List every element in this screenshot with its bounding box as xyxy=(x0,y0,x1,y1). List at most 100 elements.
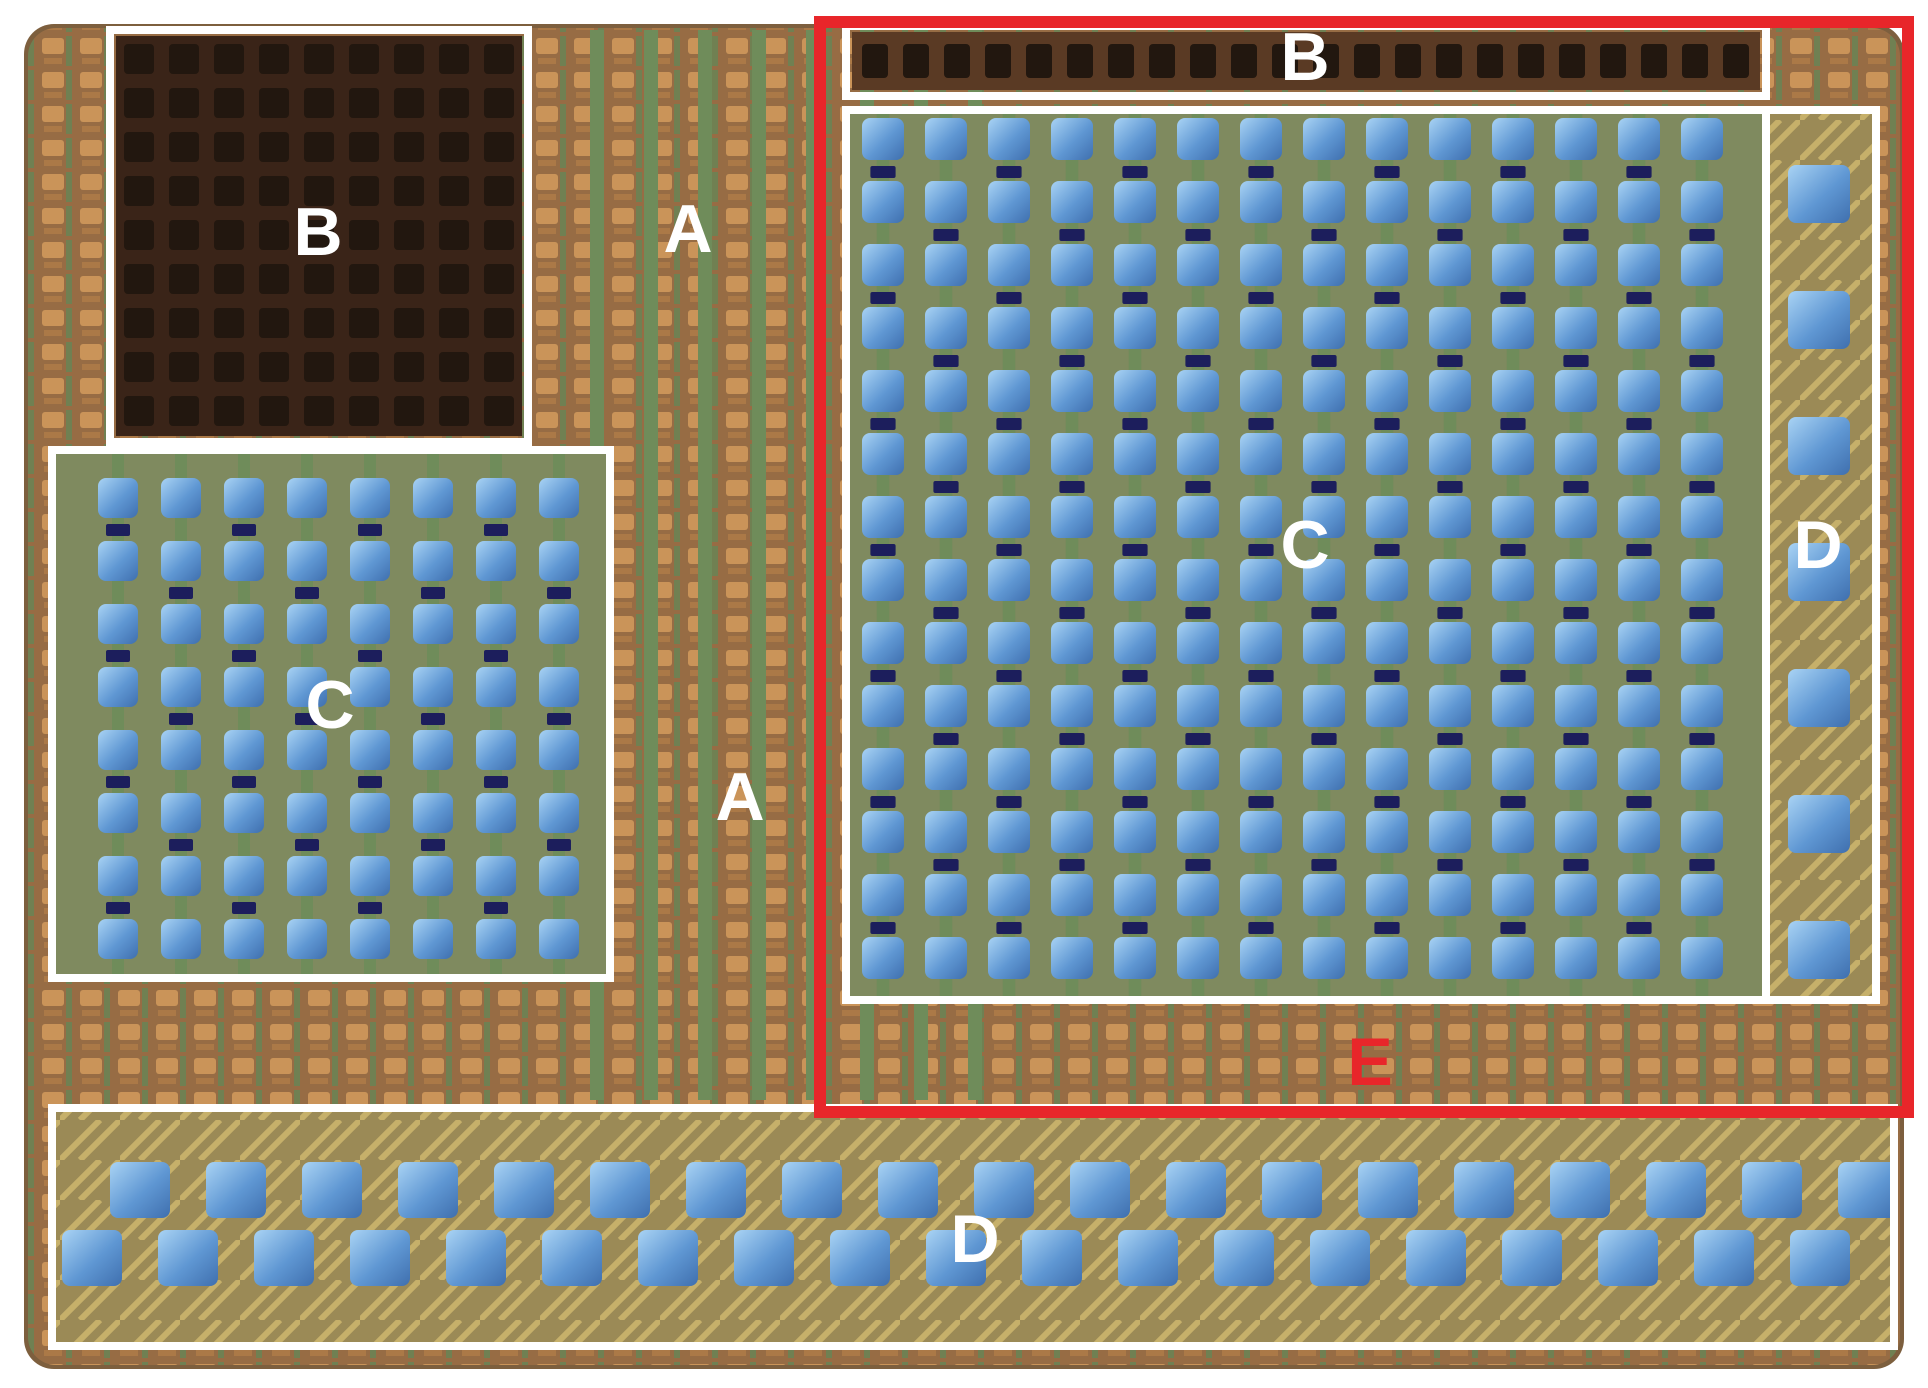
bond-pad xyxy=(1366,748,1408,790)
bond-pad xyxy=(1114,622,1156,664)
dark-well xyxy=(439,264,469,294)
bond-pad xyxy=(1366,496,1408,538)
bond-pad xyxy=(1492,622,1534,664)
dark-well xyxy=(394,88,424,118)
bond-pad xyxy=(1681,496,1723,538)
bond-pad xyxy=(302,1162,362,1218)
via xyxy=(295,713,319,725)
bond-pad xyxy=(988,307,1030,349)
via xyxy=(996,922,1022,934)
bond-pad xyxy=(1240,181,1282,223)
dark-well xyxy=(484,264,514,294)
dark-well xyxy=(484,132,514,162)
bond-pad xyxy=(878,1162,938,1218)
bond-pad xyxy=(925,811,967,853)
bond-pad xyxy=(1310,1230,1370,1286)
region-d-bottom-body xyxy=(56,1112,1890,1342)
bond-pad xyxy=(1240,433,1282,475)
bond-pad xyxy=(988,811,1030,853)
bond-pad xyxy=(350,856,390,896)
bond-pad xyxy=(1177,496,1219,538)
dark-well xyxy=(944,44,970,78)
bond-pad xyxy=(1406,1230,1466,1286)
bond-pad xyxy=(638,1230,698,1286)
dark-well xyxy=(259,88,289,118)
bond-pad xyxy=(1681,811,1723,853)
bond-pad xyxy=(350,793,390,833)
via xyxy=(1500,670,1526,682)
bond-pad xyxy=(1177,811,1219,853)
via xyxy=(1563,859,1589,871)
dark-well xyxy=(985,44,1011,78)
bond-pad xyxy=(988,748,1030,790)
via xyxy=(933,481,959,493)
via xyxy=(1689,481,1715,493)
bond-pad xyxy=(476,667,516,707)
dark-well xyxy=(169,308,199,338)
dark-well xyxy=(304,352,334,382)
via xyxy=(1374,670,1400,682)
label-a-upper: A xyxy=(663,191,712,267)
via xyxy=(1059,607,1085,619)
bond-pad xyxy=(1051,181,1093,223)
bond-pad xyxy=(224,793,264,833)
bond-pad xyxy=(1555,433,1597,475)
via xyxy=(1311,355,1337,367)
dark-well xyxy=(259,132,289,162)
bond-pad xyxy=(1790,1230,1850,1286)
via xyxy=(1374,418,1400,430)
bond-pad xyxy=(988,496,1030,538)
via xyxy=(1500,166,1526,178)
bond-pad xyxy=(862,748,904,790)
dark-well xyxy=(439,176,469,206)
bond-pad xyxy=(1492,370,1534,412)
bond-pad xyxy=(1555,937,1597,979)
via xyxy=(1500,418,1526,430)
bond-pad xyxy=(350,667,390,707)
via xyxy=(1248,166,1274,178)
dark-well xyxy=(349,132,379,162)
via xyxy=(933,229,959,241)
bond-pad xyxy=(1788,795,1850,853)
dark-well xyxy=(214,88,244,118)
bond-pad xyxy=(1492,685,1534,727)
bond-pad xyxy=(925,244,967,286)
bond-pad xyxy=(1429,370,1471,412)
bond-pad xyxy=(1502,1230,1562,1286)
bond-pad xyxy=(925,748,967,790)
bond-pad xyxy=(1598,1230,1658,1286)
via xyxy=(1500,292,1526,304)
bond-pad xyxy=(862,937,904,979)
bond-pad xyxy=(1366,433,1408,475)
dark-well xyxy=(124,132,154,162)
dark-well xyxy=(484,44,514,74)
bond-pad xyxy=(862,811,904,853)
via xyxy=(1248,922,1274,934)
bond-pad xyxy=(1618,685,1660,727)
bond-pad xyxy=(830,1230,890,1286)
bond-pad xyxy=(1555,559,1597,601)
bond-pad xyxy=(476,478,516,518)
bond-pad xyxy=(1681,181,1723,223)
via xyxy=(1563,733,1589,745)
via xyxy=(996,166,1022,178)
dark-well xyxy=(1026,44,1052,78)
dark-well xyxy=(124,88,154,118)
bond-pad xyxy=(1177,244,1219,286)
via xyxy=(1689,607,1715,619)
via xyxy=(1437,859,1463,871)
bond-pad xyxy=(988,874,1030,916)
via xyxy=(1311,733,1337,745)
via xyxy=(1563,355,1589,367)
bond-pad xyxy=(350,730,390,770)
via xyxy=(1122,418,1148,430)
bond-pad xyxy=(161,667,201,707)
bond-pad xyxy=(287,667,327,707)
bond-pad xyxy=(1618,496,1660,538)
bond-pad xyxy=(988,118,1030,160)
via xyxy=(484,776,508,788)
bond-pad xyxy=(98,541,138,581)
bond-pad xyxy=(862,244,904,286)
via xyxy=(484,902,508,914)
bond-pad xyxy=(988,685,1030,727)
